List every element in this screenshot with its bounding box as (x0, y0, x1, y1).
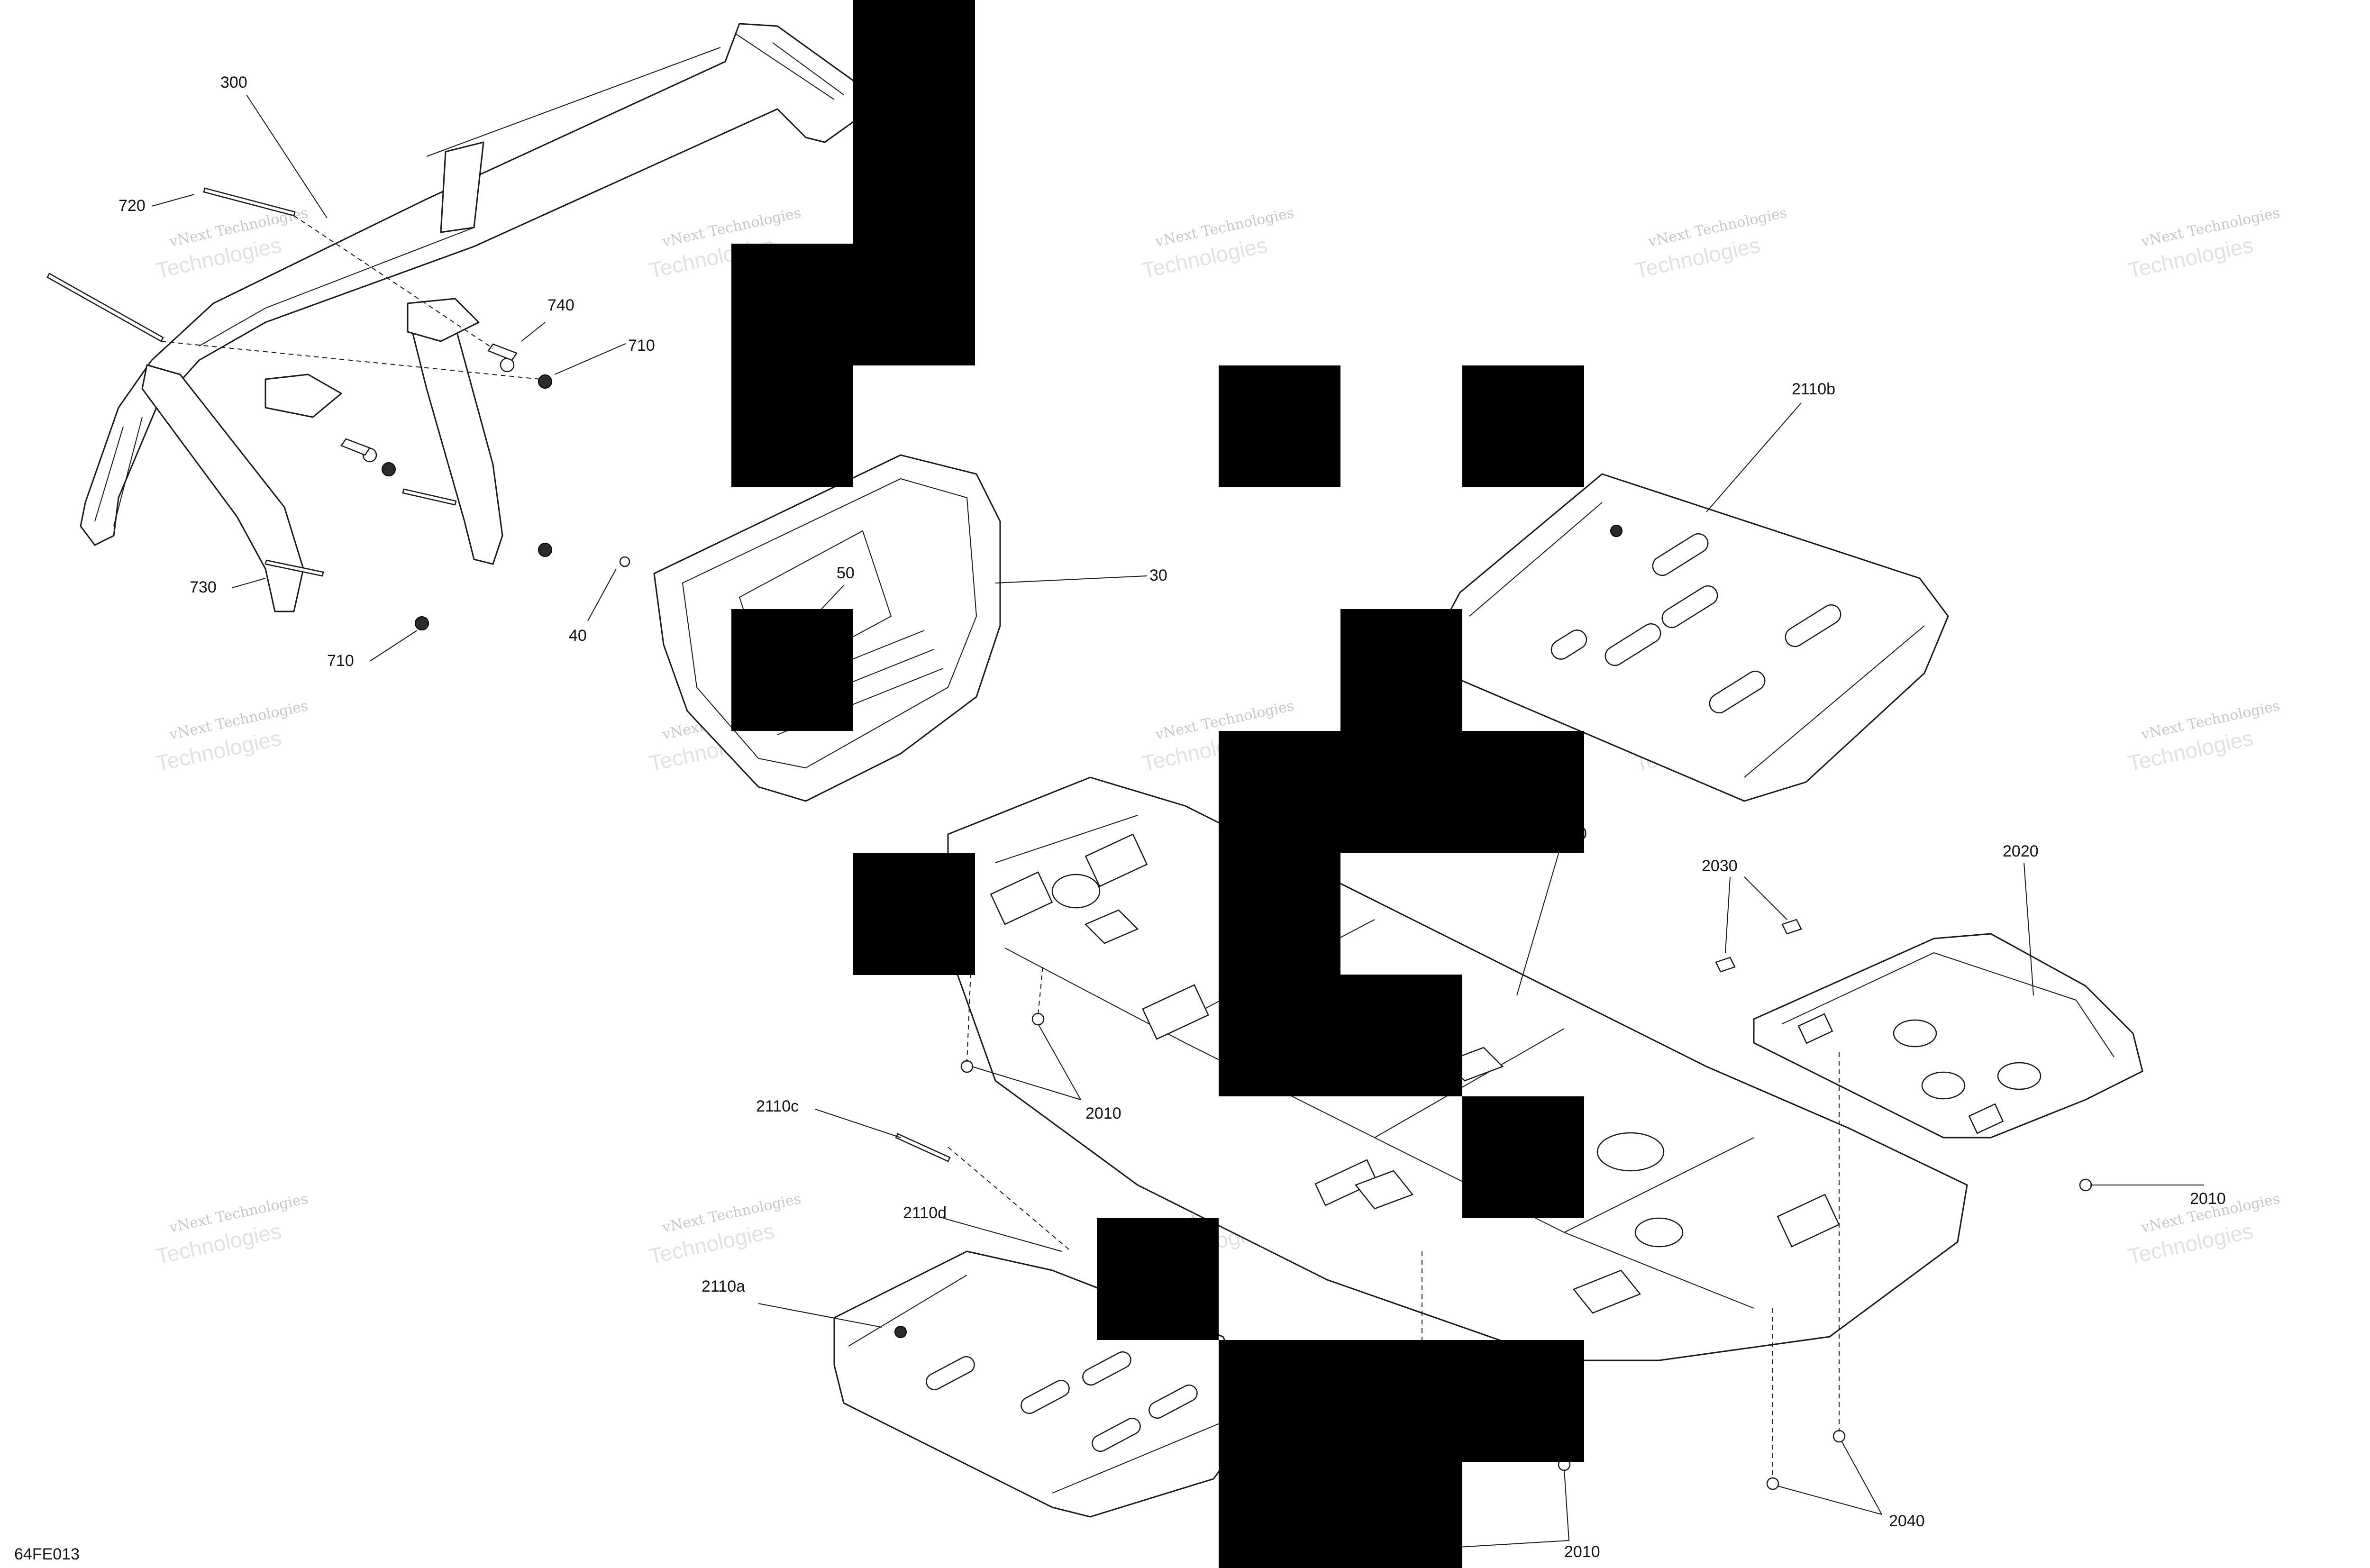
callout-2020: 2020 (2003, 842, 2039, 860)
figure-code: 64FE013 (14, 1545, 80, 1563)
redaction-block (1340, 609, 1462, 731)
rivet-2010 (960, 1060, 974, 1073)
rivet-2010 (1031, 1012, 1045, 1026)
redaction-block (1340, 731, 1462, 853)
screw-40 (619, 556, 630, 567)
nut (382, 462, 396, 476)
callout-30: 30 (1149, 566, 1167, 584)
nut (538, 543, 552, 557)
callout-710: 710 (628, 337, 655, 355)
callout-2110b: 2110b (1792, 380, 1835, 398)
front-bumper-300 (46, 23, 859, 630)
bolt-2110c (895, 1133, 951, 1162)
spacer (340, 438, 371, 456)
callout-710-lower: 710 (327, 652, 354, 670)
screw-2040 (1832, 1430, 1846, 1443)
nut-710 (538, 374, 552, 389)
skid-plate-2020 (1715, 919, 2143, 1139)
redaction-block (1219, 1340, 1340, 1462)
callout-2010-right: 2010 (2190, 1190, 2226, 1208)
skid-plate-2110b (1421, 473, 1949, 802)
redaction-block (1219, 1462, 1340, 1568)
callout-300: 300 (220, 73, 247, 91)
redaction-block (1462, 731, 1584, 853)
callout-2010: 2010 (1085, 1104, 1121, 1122)
callout-2110a: 2110a (702, 1277, 745, 1295)
nut-710 (415, 616, 429, 630)
redaction-block (731, 365, 853, 487)
callout-2030: 2030 (1702, 857, 1738, 875)
callout-730: 730 (190, 578, 217, 596)
callout-2040: 2040 (1889, 1512, 1925, 1530)
callout-740: 740 (547, 296, 574, 314)
clip-2030 (1781, 919, 1802, 935)
redaction-blocks (731, 0, 1584, 1568)
redaction-block (853, 122, 975, 244)
bolt-long (46, 273, 164, 342)
redaction-block (1219, 975, 1340, 1096)
redaction-block (853, 244, 975, 365)
redaction-block (853, 0, 975, 122)
redaction-block (1462, 1340, 1584, 1462)
redaction-block (1340, 975, 1462, 1096)
redaction-block (731, 609, 853, 731)
bolt-730 (264, 559, 324, 577)
callout-2010-bottom: 2010 (1564, 1543, 1600, 1561)
redaction-block (731, 244, 853, 365)
callout-2110c: 2110c (756, 1097, 799, 1115)
nut (1610, 525, 1623, 537)
redaction-block (1219, 365, 1340, 487)
callout-labels: 300 720 740 710 730 710 40 50 30 2110b 0… (14, 73, 2226, 1563)
bolt (402, 488, 457, 506)
callout-720: 720 (118, 197, 146, 215)
callout-2110d: 2110d (903, 1204, 947, 1222)
leader-lines (151, 94, 2204, 1548)
redaction-block (1219, 731, 1340, 853)
redaction-block (1340, 1462, 1462, 1568)
redaction-block (1219, 853, 1340, 975)
screw-2040 (1766, 1477, 1779, 1490)
nut (894, 1326, 907, 1338)
rivet-2010 (2079, 1178, 2092, 1192)
redaction-block (1097, 1218, 1219, 1340)
redaction-block (1462, 1096, 1584, 1218)
bolt-720 (203, 187, 296, 217)
redaction-block (1340, 1340, 1462, 1462)
clip-2030 (1715, 957, 1736, 973)
redaction-block (1462, 365, 1584, 487)
callout-50: 50 (837, 564, 855, 582)
spacer-740 (487, 343, 518, 361)
callout-40: 40 (569, 627, 587, 645)
redaction-block (853, 853, 975, 975)
